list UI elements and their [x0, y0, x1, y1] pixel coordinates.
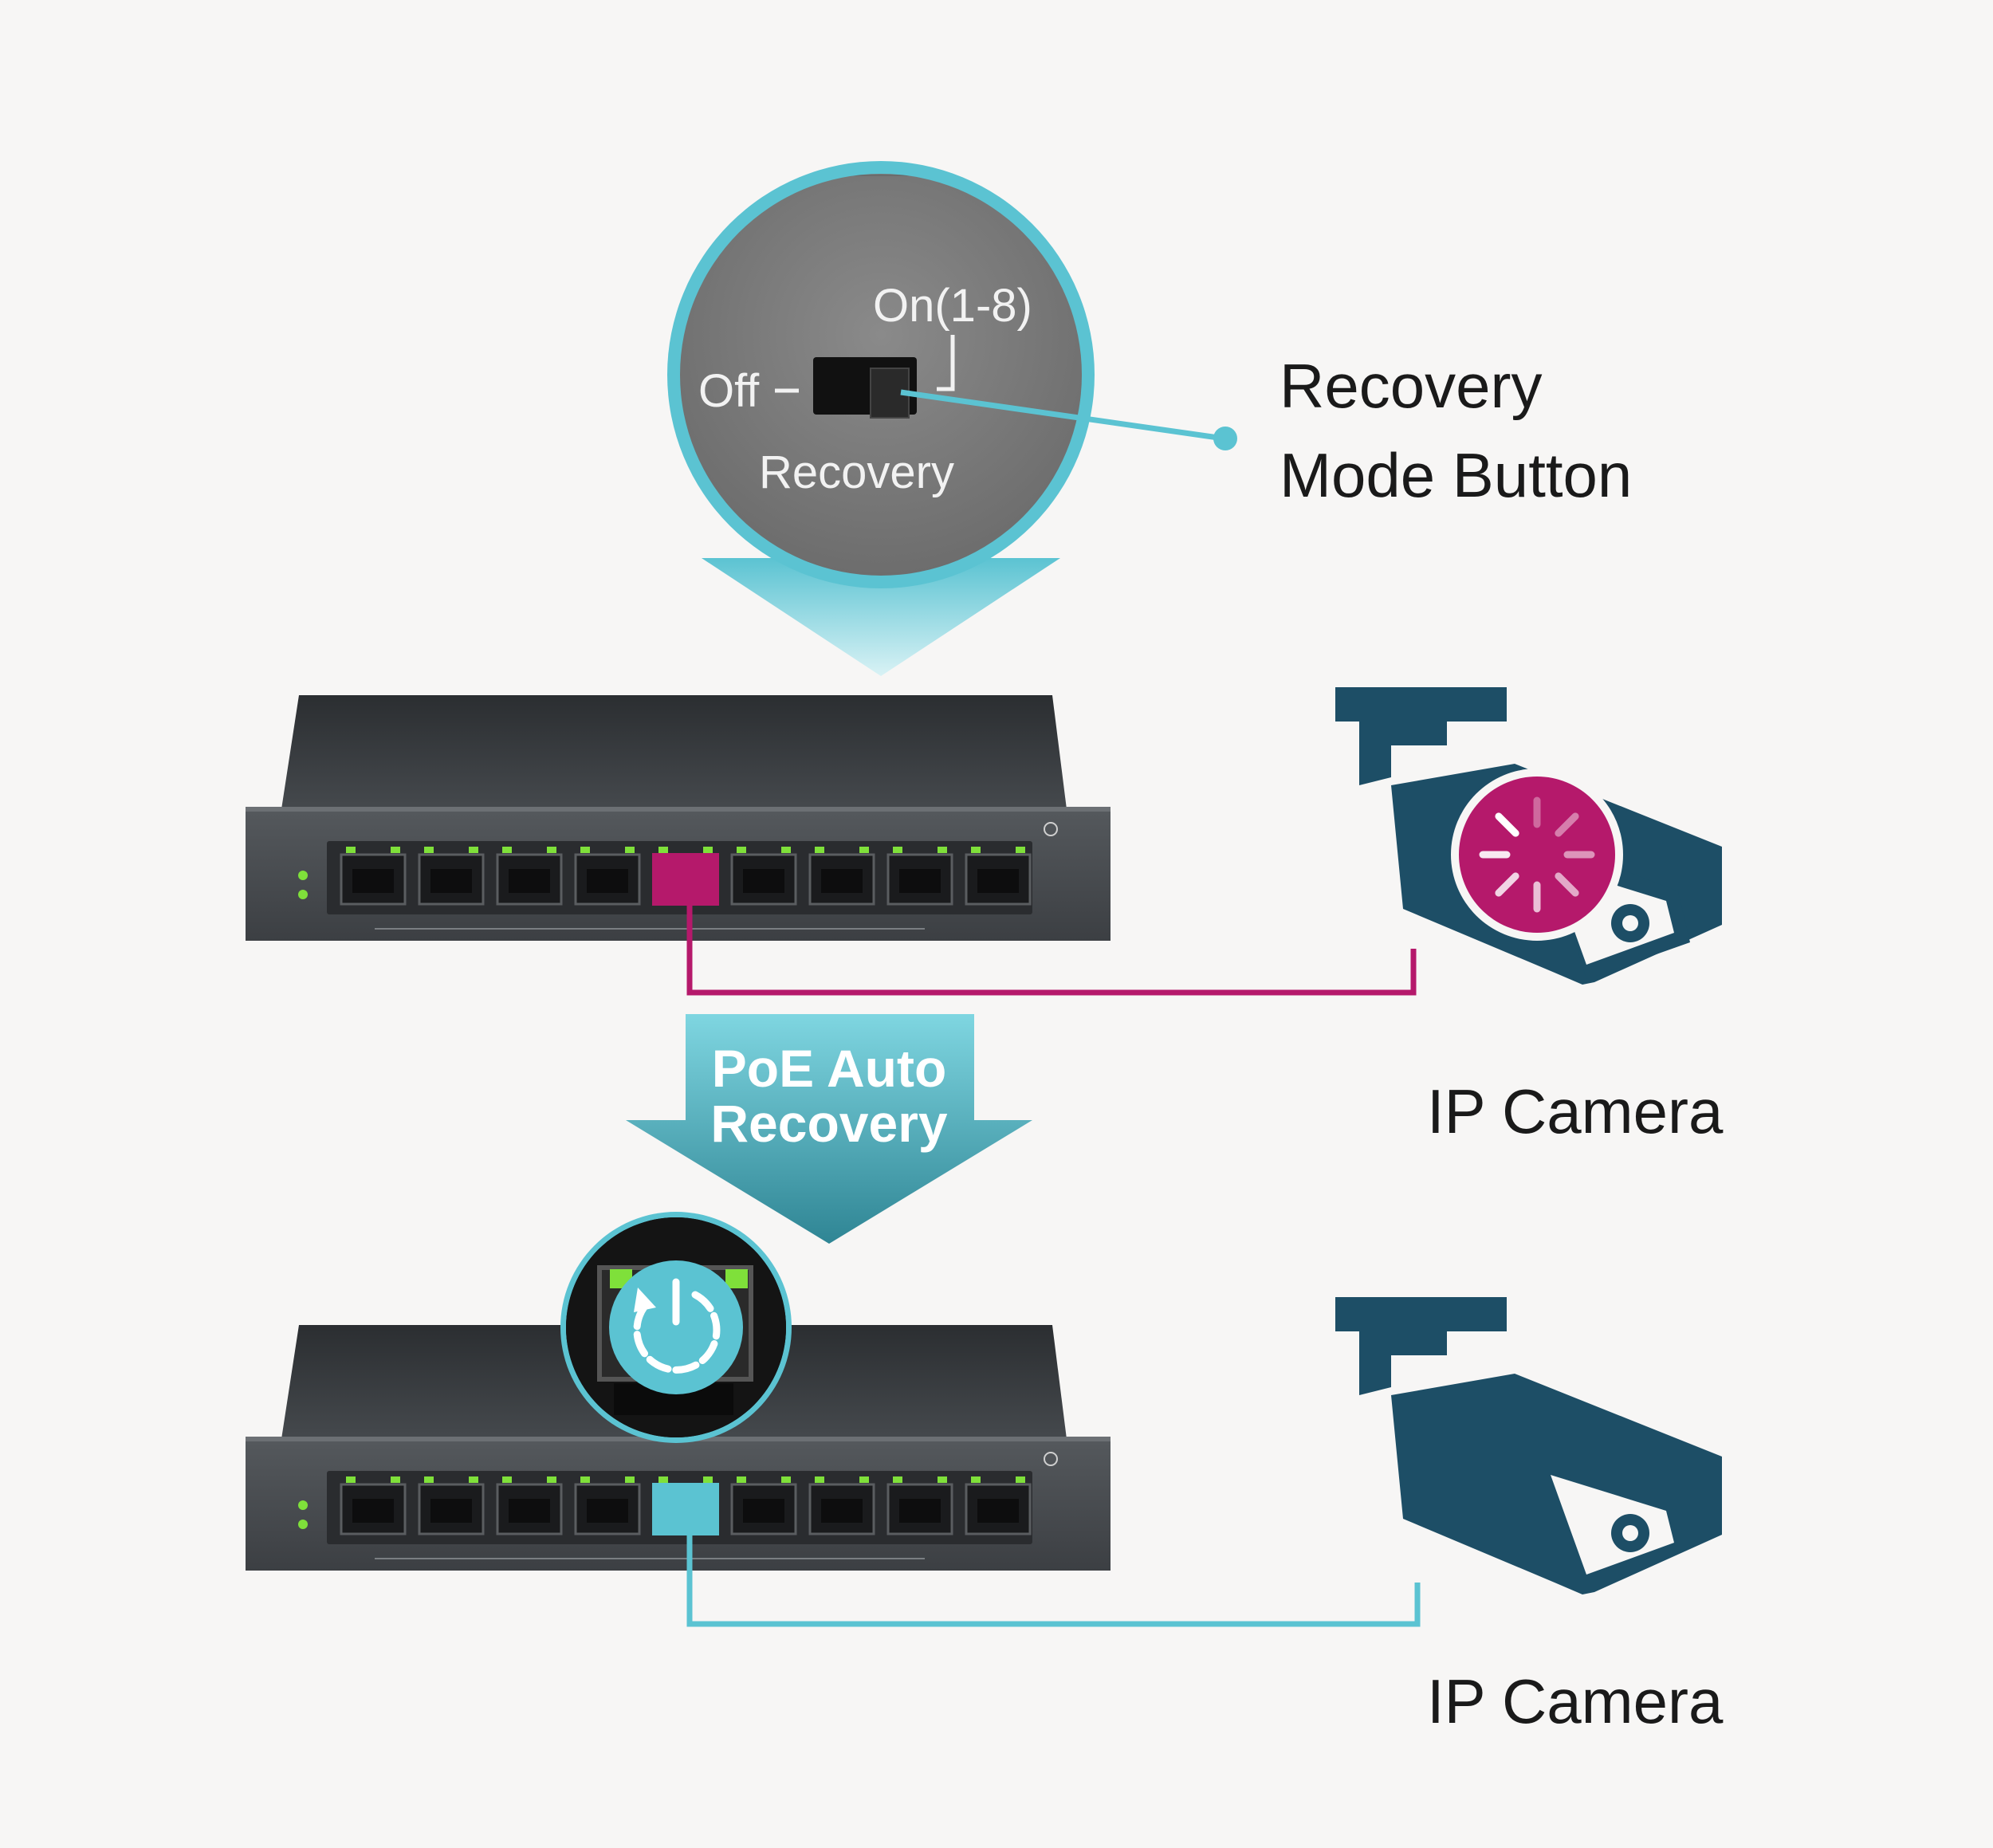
ethernet-port [418, 1476, 485, 1535]
power-led [298, 871, 308, 880]
spinner-tick [1495, 872, 1519, 897]
recovery-switch-callout: On(1-8) Off Recovery [667, 161, 1237, 676]
poe-switch-top [246, 695, 1110, 941]
faulty-connection-cable [686, 897, 1417, 996]
on-position-bracket [937, 335, 955, 391]
spinner-tick [1495, 812, 1519, 837]
callout-pointer [702, 558, 1060, 676]
recovery-mode-button-label-line2: Mode Button [1280, 440, 1633, 510]
ethernet-port [886, 1476, 953, 1535]
arrow-label-line2: Recovery [710, 1094, 947, 1153]
active-port-highlight [652, 853, 719, 906]
port-zoom-callout [560, 1212, 792, 1443]
ethernet-port [808, 847, 875, 906]
pwr-max-led [298, 1520, 308, 1529]
ethernet-port [340, 847, 407, 906]
off-position-label: Off [698, 365, 760, 417]
loading-spinner-icon [1451, 769, 1623, 941]
switch-name-label: Recovery [759, 446, 954, 498]
recovery-mode-button-label-line1: Recovery [1280, 351, 1543, 421]
camera-body-icon [1335, 1297, 1722, 1594]
spinner-tick [1555, 872, 1579, 897]
ip-camera-label-top: IP Camera [1427, 1076, 1724, 1146]
ethernet-port [496, 1476, 563, 1535]
ethernet-port [574, 847, 641, 906]
power-icon-arc [633, 1291, 721, 1374]
recovered-connection-cable [686, 1527, 1421, 1627]
ethernet-port [418, 847, 485, 906]
ethernet-port [965, 1476, 1032, 1535]
vendor-logo-icon [1044, 822, 1058, 836]
power-icon-arrowhead [634, 1288, 656, 1312]
ethernet-port [886, 847, 953, 906]
ethernet-port [574, 1476, 641, 1535]
vendor-logo-icon [1044, 1452, 1058, 1466]
poe-auto-recovery-arrow: PoE Auto Recovery [626, 1014, 1032, 1244]
ethernet-port [340, 1476, 407, 1535]
pwr-max-led [298, 890, 308, 899]
power-led [298, 1500, 308, 1510]
ethernet-port [965, 847, 1032, 906]
ip-camera-ok [1335, 1297, 1722, 1594]
button-leader-line [900, 389, 1224, 442]
ip-camera-faulty [1335, 687, 1722, 985]
ethernet-port [730, 1476, 797, 1535]
ethernet-port [808, 1476, 875, 1535]
button-leader-dot [1213, 427, 1237, 450]
active-port-highlight [652, 1483, 719, 1535]
spinner-tick [1555, 812, 1579, 837]
ip-camera-label-bottom: IP Camera [1427, 1666, 1724, 1736]
ethernet-port [496, 847, 563, 906]
arrow-label-line1: PoE Auto [712, 1039, 947, 1098]
callout-texture [680, 175, 1082, 576]
ethernet-port [730, 847, 797, 906]
on-position-label: On(1-8) [873, 280, 1032, 332]
